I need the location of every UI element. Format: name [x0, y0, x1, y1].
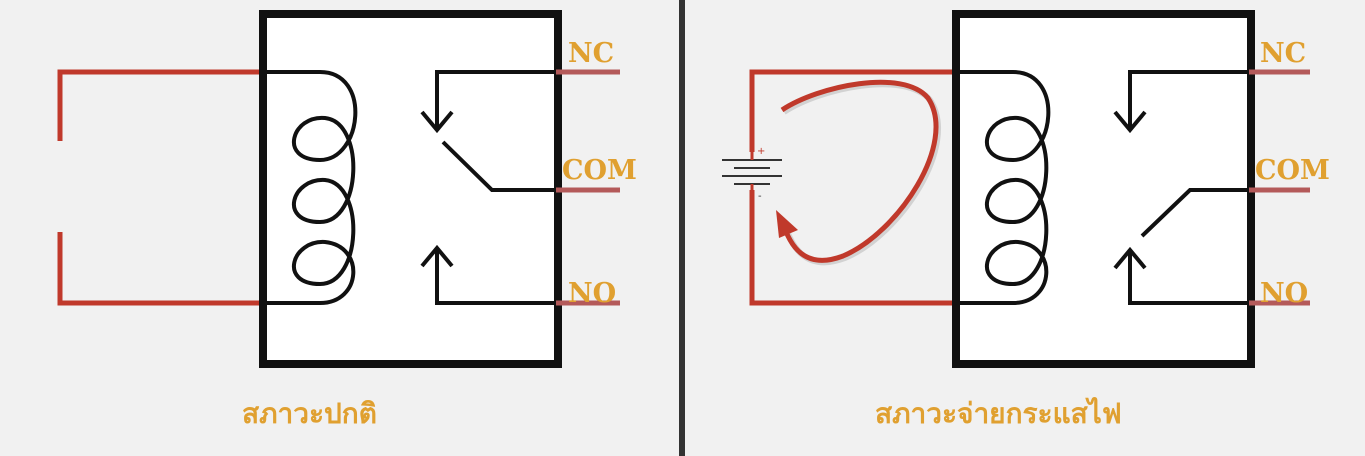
coil-icon	[958, 70, 1051, 305]
battery-icon	[722, 150, 782, 194]
no-label: NO	[1260, 278, 1309, 309]
com-label: COM	[1255, 155, 1330, 186]
panel-energized	[722, 10, 1310, 368]
nc-contact-line	[435, 70, 558, 130]
com-line	[1140, 188, 1251, 238]
battery-minus-sign: -	[758, 191, 762, 202]
caption-energized: สภาวะจ่ายกระแสไฟ	[875, 397, 1122, 430]
coil-wire-bottom	[57, 232, 265, 306]
no-contact-line	[435, 248, 558, 305]
no-label: NO	[568, 278, 617, 309]
com-label: COM	[562, 155, 637, 186]
coil-wire-top	[57, 69, 265, 141]
coil-wire-bottom	[749, 190, 958, 306]
current-flow-arrow-icon	[776, 79, 941, 266]
nc-contact-line	[1128, 70, 1251, 130]
no-arrow-icon	[420, 244, 454, 268]
nc-label: NC	[1260, 38, 1307, 69]
com-line	[441, 140, 558, 192]
panel-normal	[57, 10, 620, 368]
nc-arrow-icon	[420, 110, 454, 134]
coil-wire-top	[749, 69, 958, 152]
nc-label: NC	[568, 38, 615, 69]
caption-normal: สภาวะปกติ	[242, 397, 377, 430]
no-arrow-icon	[1113, 246, 1147, 270]
nc-arrow-icon	[1113, 110, 1147, 134]
battery-plus-sign: +	[757, 146, 766, 157]
coil-icon	[265, 70, 358, 305]
no-contact-line	[1128, 250, 1251, 305]
